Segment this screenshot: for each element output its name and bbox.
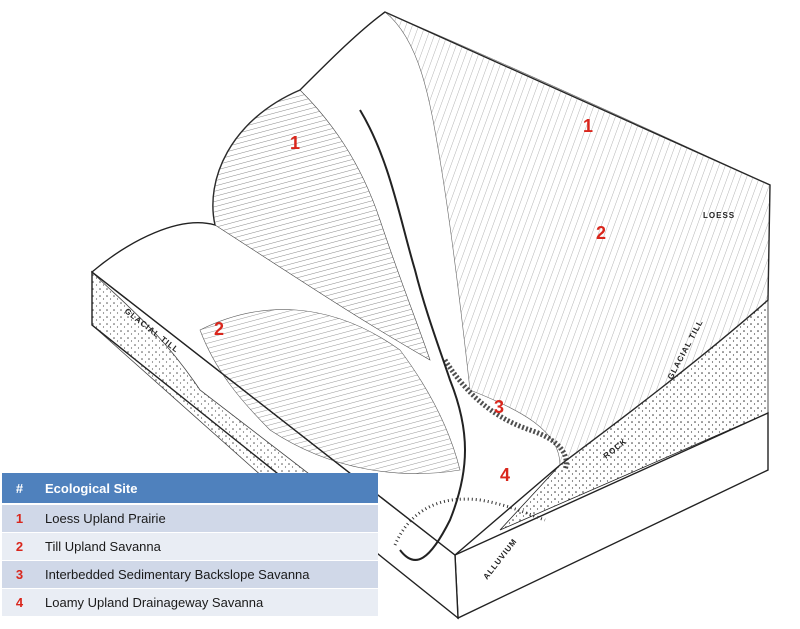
legend-row: 2 Till Upland Savanna [2,532,378,561]
ecological-site-legend: # Ecological Site 1 Loess Upland Prairie… [2,473,378,616]
map-label-4: 4 [500,465,510,485]
legend-header-site: Ecological Site [37,473,378,505]
legend-row-number: 3 [2,560,37,589]
drainageway-floor [393,497,546,546]
slope-west [212,89,431,361]
legend-header-row: # Ecological Site [2,473,378,505]
legend-row-site: Till Upland Savanna [37,532,378,561]
legend-row-site: Loess Upland Prairie [37,503,378,533]
map-label-1-east: 1 [583,116,593,136]
map-label-1-west: 1 [290,133,300,153]
legend-row: 3 Interbedded Sedimentary Backslope Sava… [2,560,378,589]
slope-east [384,11,771,466]
legend-row-number: 2 [2,532,37,561]
map-label-2-west: 2 [214,319,224,339]
loess-label: LOESS [703,211,735,220]
legend-row: 4 Loamy Upland Drainageway Savanna [2,588,378,616]
legend-row-number: 1 [2,503,37,533]
legend-header-number: # [2,473,37,505]
map-label-3: 3 [494,397,504,417]
map-label-2-east: 2 [596,223,606,243]
legend-row-site: Loamy Upland Drainageway Savanna [37,588,378,616]
legend-row-number: 4 [2,588,37,616]
stream-channel [359,109,466,561]
slope-southwest [199,309,461,474]
backslope-band [442,358,569,471]
legend-row-site: Interbedded Sedimentary Backslope Savann… [37,560,378,589]
legend-row: 1 Loess Upland Prairie [2,503,378,533]
